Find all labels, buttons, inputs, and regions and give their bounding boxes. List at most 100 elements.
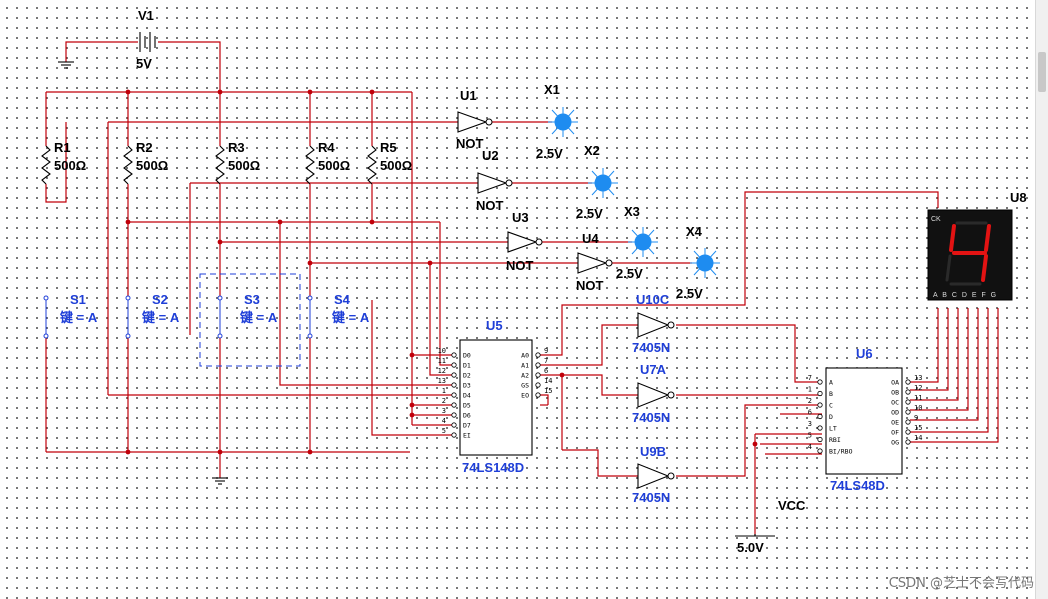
pin-number: 1 bbox=[808, 386, 812, 394]
not-gate-u4[interactable]: U4 NOT bbox=[576, 231, 613, 293]
gate-type: NOT bbox=[576, 278, 604, 293]
probe-x2[interactable]: X2 2.5V bbox=[576, 143, 618, 221]
watermark: CSDN @芝士不会写代码 bbox=[888, 576, 1034, 591]
resistor-name: R3 bbox=[228, 140, 245, 155]
buffer-name: U10C bbox=[636, 292, 670, 307]
pin-label: LT bbox=[829, 424, 837, 432]
pin-label: BI/RBO bbox=[829, 447, 853, 455]
pin-number: 10 bbox=[438, 347, 446, 355]
scrollbar-thumb[interactable] bbox=[1038, 52, 1046, 92]
probe-x4[interactable]: X4 2.5V bbox=[676, 224, 720, 301]
pin-dot bbox=[817, 379, 823, 385]
encoder-74ls148[interactable]: U5 74LS148D D010D111D212D313D41D52D63D74… bbox=[438, 318, 553, 475]
vcc-name: VCC bbox=[778, 498, 806, 513]
switch-s3[interactable]: S3 键 = A bbox=[199, 273, 301, 367]
buffer-u10c[interactable]: U10C 7405N bbox=[632, 292, 675, 355]
pin-dot bbox=[535, 382, 541, 388]
pin-label: D bbox=[829, 413, 833, 421]
probe-value: 2.5V bbox=[676, 286, 703, 301]
pin-number: 13 bbox=[914, 374, 922, 382]
pin-label: RBI bbox=[829, 436, 841, 444]
pin-label: D5 bbox=[463, 401, 471, 409]
pin-dot bbox=[451, 362, 457, 368]
pin-dot bbox=[817, 413, 823, 420]
pin-dot bbox=[451, 382, 457, 388]
switch-name: S4 bbox=[334, 292, 351, 307]
buffer-u7a[interactable]: U7A 7405N bbox=[632, 362, 675, 425]
pin-label: C bbox=[829, 401, 833, 409]
pin-label: D7 bbox=[463, 421, 471, 429]
pin-dot bbox=[905, 419, 911, 425]
pin-number: 13 bbox=[438, 377, 446, 385]
not-gate-u1[interactable]: U1 NOT bbox=[456, 88, 493, 151]
pin-dot bbox=[817, 436, 823, 443]
switch-key: 键 = A bbox=[141, 310, 180, 325]
resistor-r1[interactable]: R1 500Ω bbox=[41, 140, 86, 185]
resistor-r4[interactable]: R4 500Ω bbox=[305, 140, 350, 185]
chip-part: 74LS148D bbox=[462, 460, 524, 475]
switch-s2[interactable]: S2 键 = A bbox=[125, 292, 180, 339]
unlit-segments bbox=[945, 221, 988, 286]
resistor-r2[interactable]: R2 500Ω bbox=[123, 140, 168, 185]
resistor-r5[interactable]: R5 500Ω bbox=[367, 140, 412, 185]
probe-x1[interactable]: X1 2.5V bbox=[536, 82, 578, 161]
switch-name: S2 bbox=[152, 292, 168, 307]
switch-s4[interactable]: S4 键 = A bbox=[307, 292, 370, 339]
vcc-source[interactable]: VCC 5.0V bbox=[735, 498, 806, 555]
pin-label: A1 bbox=[521, 361, 529, 369]
pin-number: 9 bbox=[914, 414, 918, 422]
probe-value: 2.5V bbox=[576, 206, 603, 221]
gate-type: NOT bbox=[506, 258, 534, 273]
probe-x3[interactable]: X3 2.5V bbox=[616, 204, 658, 281]
pin-dot bbox=[905, 389, 911, 395]
pin-label: A0 bbox=[521, 351, 529, 359]
pin-number: 4 bbox=[442, 417, 446, 425]
pin-label: OE bbox=[891, 418, 899, 426]
pin-dot bbox=[905, 409, 911, 415]
pin-number: 10 bbox=[914, 404, 922, 412]
resistor-value: 500Ω bbox=[136, 158, 168, 173]
battery-v1[interactable]: V1 5V bbox=[136, 8, 156, 71]
pin-number: 2 bbox=[808, 397, 812, 405]
pin-label: D6 bbox=[463, 411, 471, 419]
buffer-u9b[interactable]: U9B 7405N bbox=[632, 444, 675, 505]
pin-label: A bbox=[829, 378, 833, 386]
display-ck: CK bbox=[931, 216, 941, 223]
seven-segment-display[interactable]: U8 CK A B C D E F G 4 bbox=[927, 190, 1027, 301]
not-gate-u3[interactable]: U3 NOT bbox=[506, 210, 543, 273]
battery-name: V1 bbox=[138, 8, 154, 23]
pin-dot bbox=[451, 352, 457, 358]
chip-name: U5 bbox=[486, 318, 503, 333]
junctions bbox=[125, 89, 758, 455]
digit-segments bbox=[949, 224, 991, 282]
resistor-name: R4 bbox=[318, 140, 335, 155]
resistor-name: R2 bbox=[136, 140, 153, 155]
pin-dot bbox=[905, 429, 911, 435]
pin-label: A2 bbox=[521, 371, 529, 379]
pin-dot bbox=[817, 448, 823, 454]
chip-part: 74LS48D bbox=[830, 478, 885, 493]
resistor-r3[interactable]: R3 500Ω bbox=[215, 140, 260, 185]
pin-number: 5 bbox=[808, 432, 812, 440]
pin-label: D3 bbox=[463, 381, 471, 389]
probe-name: X4 bbox=[686, 224, 703, 239]
not-gate-u2[interactable]: U2 NOT bbox=[476, 148, 513, 213]
pin-number: 5 bbox=[442, 427, 446, 435]
vcc-value: 5.0V bbox=[737, 540, 764, 555]
pin-dot bbox=[817, 402, 823, 408]
pin-label: EI bbox=[463, 431, 471, 439]
vertical-scrollbar[interactable] bbox=[1035, 0, 1048, 599]
switch-s1[interactable]: S1 键 = A bbox=[43, 292, 98, 339]
probe-name: X3 bbox=[624, 204, 640, 219]
pin-label: OA bbox=[891, 378, 899, 386]
switch-name: S3 bbox=[244, 292, 260, 307]
pin-number: 12 bbox=[914, 384, 922, 392]
pin-dot bbox=[451, 412, 457, 418]
probe-value: 2.5V bbox=[616, 266, 643, 281]
ground-symbol bbox=[58, 61, 74, 69]
pin-dot bbox=[905, 439, 911, 445]
gate-type: NOT bbox=[456, 136, 484, 151]
